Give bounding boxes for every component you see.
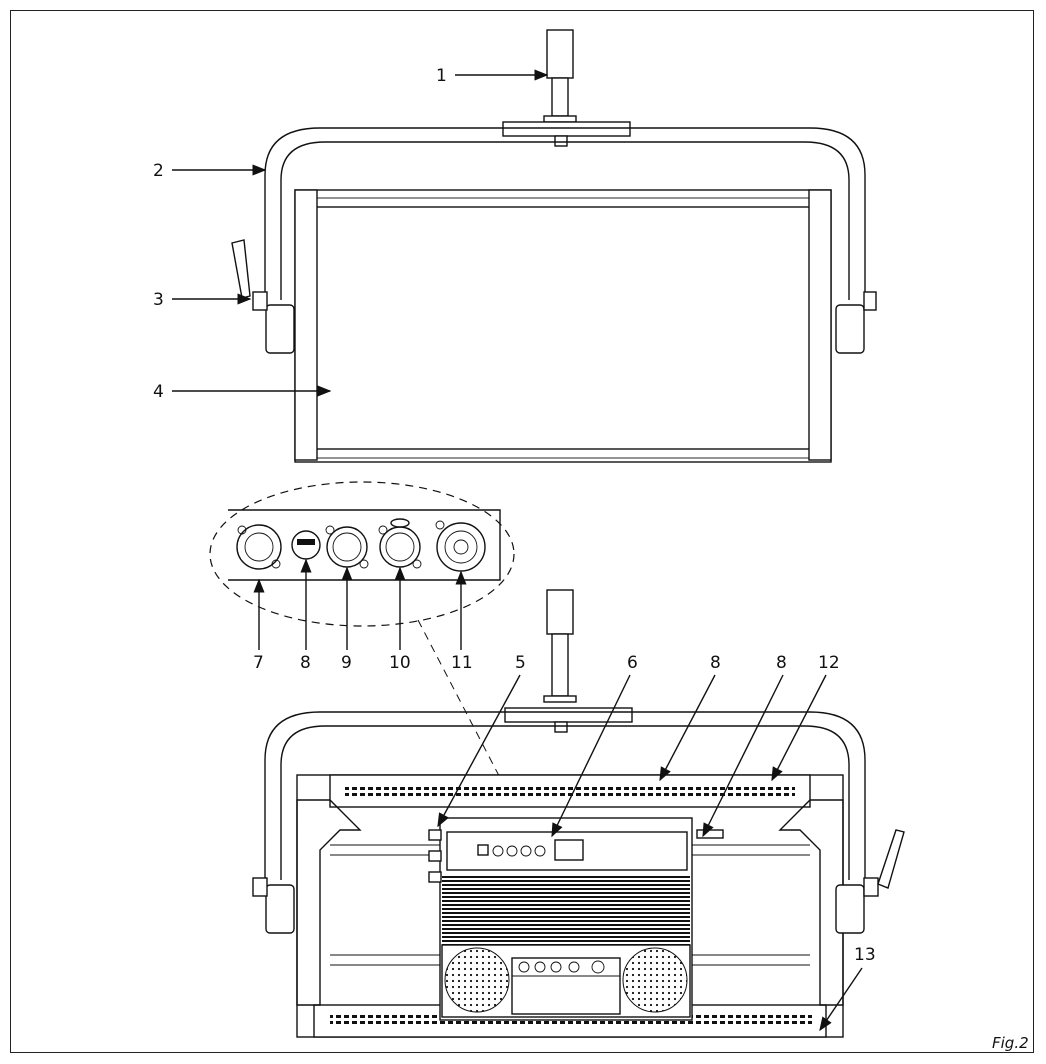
callout-8-rear-2: 8	[776, 653, 787, 673]
display-window	[554, 839, 584, 861]
rear-lock-left	[252, 877, 295, 934]
callout-12: 12	[818, 653, 840, 673]
rear-connector-strip	[511, 957, 621, 1015]
control-panel	[428, 817, 693, 1021]
callout-9: 9	[341, 653, 352, 673]
front-view	[231, 29, 877, 463]
callout-13: 13	[854, 945, 876, 965]
rear-callouts: 5 6 8 8 12 13	[437, 653, 876, 1032]
callout-8-rear-1: 8	[710, 653, 721, 673]
rear-yoke	[264, 711, 866, 880]
yoke	[264, 127, 866, 300]
callout-11: 11	[451, 653, 473, 673]
locking-handle	[231, 239, 251, 299]
callout-2: 2	[153, 161, 164, 181]
connector-10	[378, 518, 422, 569]
callout-4: 4	[153, 382, 164, 402]
callout-5: 5	[515, 653, 526, 673]
fan-right	[622, 947, 688, 1013]
front-diffuser	[312, 206, 814, 450]
callout-1: 1	[436, 66, 447, 86]
rear-view	[252, 589, 905, 1038]
connector-panel-detail: 7 8 9 10 11	[209, 481, 549, 871]
connector-9	[325, 525, 369, 569]
fan-left	[444, 947, 510, 1013]
connector-7	[236, 524, 282, 570]
mounting-spigot	[502, 29, 631, 147]
connector-8	[291, 530, 321, 560]
yoke-lock-right	[835, 291, 877, 354]
callout-10: 10	[389, 653, 411, 673]
front-callouts: 1 2 3 4	[153, 66, 549, 402]
figure-label: Fig.2	[992, 1034, 1029, 1052]
callout-7: 7	[253, 653, 264, 673]
callout-6: 6	[627, 653, 638, 673]
connector-11	[435, 520, 486, 572]
yoke-lock-left	[252, 291, 295, 354]
callout-3: 3	[153, 290, 164, 310]
rear-lock-right	[835, 829, 905, 934]
figure-frame	[10, 10, 1034, 1053]
callout-8: 8	[300, 653, 311, 673]
